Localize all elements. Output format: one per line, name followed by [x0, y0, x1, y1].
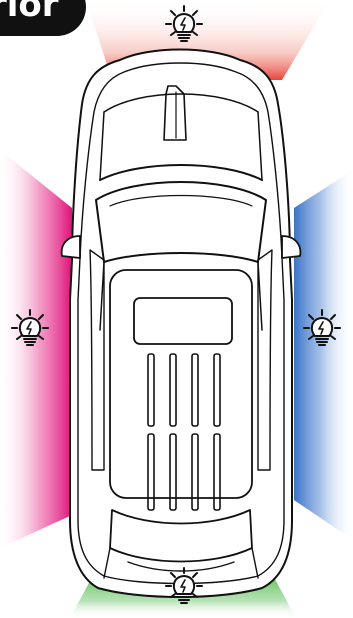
title-badge-text: rior	[0, 0, 59, 25]
title-badge: rior	[0, 0, 86, 36]
lightbulb-icon	[165, 567, 203, 604]
left-mirror	[60, 235, 81, 259]
right-mirror	[281, 235, 302, 259]
left-light-zone	[0, 150, 72, 548]
roof-slats	[147, 353, 221, 511]
car-body-outline	[69, 48, 293, 598]
lightbulb-icon	[11, 309, 49, 346]
right-light-zone	[294, 170, 353, 540]
car-top-view	[60, 48, 302, 598]
lightbulb-icon	[303, 309, 341, 346]
lightbulb-icon	[165, 5, 203, 42]
